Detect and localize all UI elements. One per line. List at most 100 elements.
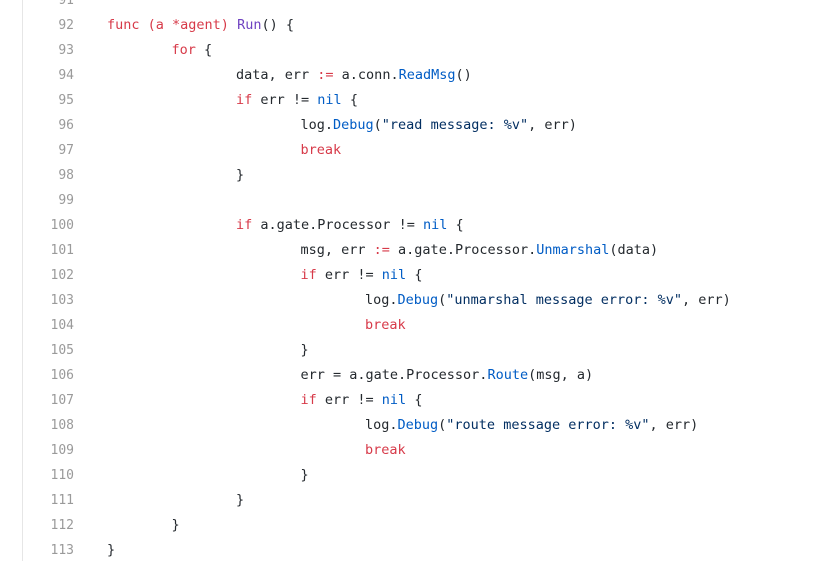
- code-token: (): [455, 67, 472, 83]
- line-number[interactable]: 107: [50, 393, 74, 408]
- code-token: Debug: [397, 417, 439, 433]
- line-number[interactable]: 110: [50, 468, 74, 483]
- code-token: () {: [261, 17, 294, 33]
- code-token: a.conn.: [333, 67, 399, 83]
- gutter-border: [22, 0, 23, 561]
- code-token: func: [107, 17, 140, 33]
- code-token: {: [406, 267, 423, 283]
- code-text: if err != nil {: [236, 88, 358, 113]
- code-token: (a *agent): [147, 17, 229, 33]
- code-text: err = a.gate.Processor.Route(msg, a): [301, 363, 594, 388]
- code-text: if err != nil {: [301, 263, 423, 288]
- code-token: "read message: %v": [381, 117, 529, 133]
- line-number[interactable]: 93: [58, 43, 74, 58]
- code-text: }: [172, 513, 180, 538]
- code-token: [140, 17, 148, 33]
- code-line: 95 if err != nil {: [0, 88, 820, 113]
- code-token: {: [447, 217, 464, 233]
- line-number[interactable]: 94: [58, 68, 74, 83]
- line-number[interactable]: 96: [58, 118, 74, 133]
- line-number[interactable]: 103: [50, 293, 74, 308]
- code-token: ReadMsg: [398, 67, 456, 83]
- line-number[interactable]: 106: [50, 368, 74, 383]
- code-token: {: [195, 42, 213, 58]
- line-number[interactable]: 100: [50, 218, 74, 233]
- code-token: msg, err: [300, 242, 374, 258]
- code-token: , err): [528, 117, 577, 133]
- code-token: Run: [237, 17, 262, 33]
- code-token: data, err: [236, 67, 318, 83]
- code-token: nil: [381, 267, 407, 283]
- code-text: }: [236, 488, 244, 513]
- code-text: for {: [172, 38, 213, 63]
- code-text: func (a *agent) Run() {: [107, 13, 294, 38]
- code-line: 98}: [0, 163, 820, 188]
- code-line: 99: [0, 188, 820, 213]
- line-number[interactable]: 109: [50, 443, 74, 458]
- code-token: nil: [422, 217, 448, 233]
- line-number[interactable]: 99: [58, 193, 74, 208]
- code-line: 100 if a.gate.Processor != nil {: [0, 213, 820, 238]
- line-number[interactable]: 111: [50, 493, 74, 508]
- code-line: 103 log.Debug("unmarshal message error: %…: [0, 288, 820, 313]
- code-line: 97 break: [0, 138, 820, 163]
- code-token: nil: [317, 92, 342, 108]
- code-token: :=: [373, 242, 390, 258]
- code-token: nil: [381, 392, 407, 408]
- line-number[interactable]: 104: [50, 318, 74, 333]
- code-text: }: [301, 338, 309, 363]
- code-text: log.Debug("unmarshal message error: %v",…: [365, 288, 731, 313]
- code-token: if: [236, 92, 253, 108]
- code-token: err !=: [316, 267, 382, 283]
- line-number[interactable]: 98: [58, 168, 74, 183]
- code-token: log.: [365, 417, 398, 433]
- code-token: break: [365, 317, 406, 333]
- code-line: 92 func (a *agent) Run() {: [0, 13, 820, 38]
- code-text: break: [365, 438, 406, 463]
- code-token: {: [341, 92, 358, 108]
- code-token: (: [373, 117, 382, 133]
- line-number[interactable]: 113: [50, 543, 74, 558]
- code-line: 113}: [0, 538, 820, 561]
- code-token: "unmarshal message error: %v": [446, 292, 682, 308]
- code-text: if a.gate.Processor != nil {: [236, 213, 464, 238]
- code-text: }: [107, 538, 115, 561]
- code-token: (: [438, 292, 447, 308]
- code-token: err = a.gate.Processor.: [300, 367, 488, 383]
- line-number[interactable]: 108: [50, 418, 74, 433]
- code-token: err !=: [252, 92, 318, 108]
- code-token: :=: [317, 67, 334, 83]
- line-number[interactable]: 95: [58, 93, 74, 108]
- code-token: break: [365, 442, 406, 458]
- line-number[interactable]: 92: [58, 18, 74, 33]
- code-token: }: [107, 542, 116, 558]
- code-line: 112}: [0, 513, 820, 538]
- code-text: break: [301, 138, 342, 163]
- line-number[interactable]: 105: [50, 343, 74, 358]
- code-line: 111}: [0, 488, 820, 513]
- line-number[interactable]: 112: [50, 518, 74, 533]
- line-number[interactable]: 91: [58, 0, 74, 8]
- code-token: if: [300, 267, 317, 283]
- code-token: break: [300, 142, 342, 158]
- code-line: 110}: [0, 463, 820, 488]
- code-token: }: [171, 517, 180, 533]
- code-token: "route message error: %v": [446, 417, 650, 433]
- code-token: log.: [365, 292, 398, 308]
- code-text: break: [365, 313, 406, 338]
- line-number[interactable]: 101: [50, 243, 74, 258]
- code-token: err !=: [316, 392, 382, 408]
- code-line: 106 err = a.gate.Processor.Route(msg, a): [0, 363, 820, 388]
- line-number[interactable]: 102: [50, 268, 74, 283]
- code-token: a.gate.Processor !=: [252, 217, 423, 233]
- code-text: }: [301, 463, 309, 488]
- code-token: (data): [609, 242, 659, 258]
- code-token: a.gate.Processor.: [389, 242, 537, 258]
- line-number[interactable]: 97: [58, 143, 74, 158]
- code-token: {: [406, 392, 423, 408]
